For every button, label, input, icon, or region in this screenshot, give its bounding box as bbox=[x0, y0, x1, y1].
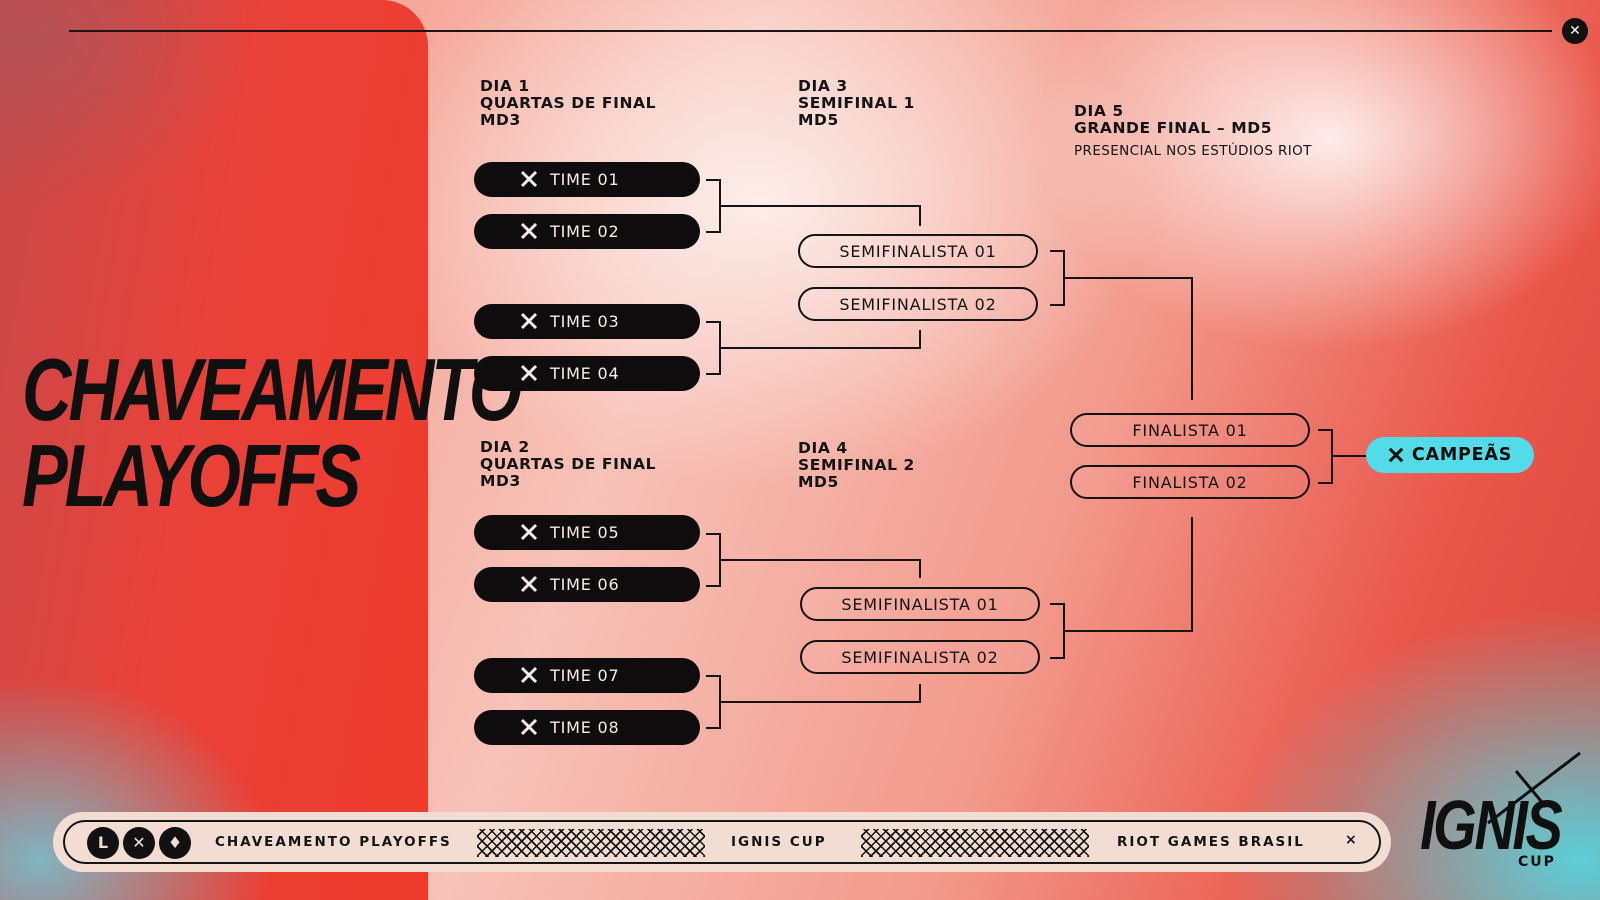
ignis-cup-logo: IGNIS CUP bbox=[1420, 751, 1590, 890]
team-slot[interactable]: TIME 02 bbox=[474, 214, 700, 249]
x-logo-icon bbox=[520, 718, 538, 736]
footer-text-cup: IGNIS CUP bbox=[731, 834, 827, 850]
footer-pattern bbox=[861, 829, 1089, 857]
x-logo-icon bbox=[520, 312, 538, 330]
round-format: MD3 bbox=[480, 472, 521, 490]
round-heading-day5: DIA 5 GRANDE FINAL – MD5 bbox=[1074, 103, 1272, 137]
logo-name: IGNIS bbox=[1420, 786, 1563, 864]
team-label: TIME 01 bbox=[550, 170, 620, 189]
connector-qf4 bbox=[706, 675, 921, 729]
logo-slash-icon bbox=[1487, 751, 1581, 825]
round-format: MD3 bbox=[480, 111, 521, 129]
connector-sf2 bbox=[1050, 517, 1193, 659]
round-format: MD5 bbox=[798, 473, 839, 491]
x-logo-icon bbox=[520, 575, 538, 593]
team-label: TIME 06 bbox=[550, 575, 620, 594]
round-stage: QUARTAS DE FINAL bbox=[480, 455, 657, 473]
connector-final bbox=[1318, 429, 1366, 484]
team-label: TIME 08 bbox=[550, 718, 620, 737]
final-location-note: PRESENCIAL NOS ESTÚDIOS RIOT bbox=[1074, 143, 1312, 159]
round-stage: QUARTAS DE FINAL bbox=[480, 94, 657, 112]
round-day: DIA 1 bbox=[480, 77, 530, 95]
round-heading-day1: DIA 1 QUARTAS DE FINAL MD3 bbox=[480, 78, 656, 129]
close-icon: ✕ bbox=[1569, 23, 1581, 39]
semifinalist-slot[interactable]: SEMIFINALISTA 02 bbox=[800, 640, 1040, 674]
round-day: DIA 5 bbox=[1074, 102, 1124, 120]
team-slot[interactable]: TIME 07 bbox=[474, 658, 700, 693]
round-heading-day4: DIA 4 SEMIFINAL 2 MD5 bbox=[798, 440, 915, 491]
team-label: TIME 04 bbox=[550, 364, 620, 383]
x-logo-icon bbox=[520, 170, 538, 188]
footer-end-mark: × bbox=[1345, 832, 1357, 848]
x-logo-icon bbox=[520, 222, 538, 240]
footer-text-riot: RIOT GAMES BRASIL bbox=[1117, 834, 1305, 850]
valorant-icon: ✕ bbox=[123, 827, 155, 859]
finalist-slot[interactable]: FINALISTA 02 bbox=[1070, 465, 1310, 499]
connector-qf3 bbox=[706, 533, 921, 587]
champion-slot[interactable]: CAMPEÃS bbox=[1366, 437, 1534, 473]
connector-qf2 bbox=[706, 321, 921, 375]
semifinalist-slot[interactable]: SEMIFINALISTA 01 bbox=[800, 587, 1040, 621]
footer-frame: L ✕ ♦ CHAVEAMENTO PLAYOFFS IGNIS CUP RIO… bbox=[63, 820, 1381, 864]
round-day: DIA 3 bbox=[798, 77, 848, 95]
team-label: TIME 02 bbox=[550, 222, 620, 241]
league-of-legends-icon: L bbox=[87, 827, 119, 859]
page-title-line1: CHAVEAMENTO bbox=[22, 340, 522, 439]
team-label: TIME 05 bbox=[550, 523, 620, 542]
footer-pattern bbox=[477, 829, 705, 857]
team-label: TIME 03 bbox=[550, 312, 620, 331]
round-stage: SEMIFINAL 1 bbox=[798, 94, 915, 112]
page-title-line2: PLAYOFFS bbox=[22, 426, 361, 525]
x-logo-icon bbox=[520, 523, 538, 541]
team-slot[interactable]: TIME 05 bbox=[474, 515, 700, 550]
team-slot[interactable]: TIME 08 bbox=[474, 710, 700, 745]
connector-sf1 bbox=[1050, 250, 1193, 400]
connector-qf1 bbox=[706, 179, 921, 233]
round-day: DIA 4 bbox=[798, 439, 848, 457]
team-slot[interactable]: TIME 06 bbox=[474, 567, 700, 602]
team-label: TIME 07 bbox=[550, 666, 620, 685]
x-logo-icon bbox=[520, 364, 538, 382]
x-logo-icon bbox=[1388, 447, 1404, 463]
footer-bar: L ✕ ♦ CHAVEAMENTO PLAYOFFS IGNIS CUP RIO… bbox=[53, 812, 1391, 872]
round-format: MD5 bbox=[798, 111, 839, 129]
round-day: DIA 2 bbox=[480, 438, 530, 456]
round-stage: GRANDE FINAL – MD5 bbox=[1074, 119, 1273, 137]
team-slot[interactable]: TIME 04 bbox=[474, 356, 700, 391]
footer-text-bracket: CHAVEAMENTO PLAYOFFS bbox=[215, 834, 452, 850]
close-button[interactable]: ✕ bbox=[1562, 18, 1588, 44]
finalist-slot[interactable]: FINALISTA 01 bbox=[1070, 413, 1310, 447]
wild-rift-icon: ♦ bbox=[159, 827, 191, 859]
champion-label: CAMPEÃS bbox=[1411, 445, 1513, 465]
semifinalist-slot[interactable]: SEMIFINALISTA 02 bbox=[798, 287, 1038, 321]
x-logo-icon bbox=[520, 666, 538, 684]
left-panel bbox=[0, 0, 428, 900]
round-heading-day2: DIA 2 QUARTAS DE FINAL MD3 bbox=[480, 439, 656, 490]
team-slot[interactable]: TIME 03 bbox=[474, 304, 700, 339]
logo-sub: CUP bbox=[1518, 854, 1556, 870]
round-heading-day3: DIA 3 SEMIFINAL 1 MD5 bbox=[798, 78, 915, 129]
round-stage: SEMIFINAL 2 bbox=[798, 456, 915, 474]
top-divider bbox=[69, 30, 1552, 32]
team-slot[interactable]: TIME 01 bbox=[474, 162, 700, 197]
semifinalist-slot[interactable]: SEMIFINALISTA 01 bbox=[798, 234, 1038, 268]
